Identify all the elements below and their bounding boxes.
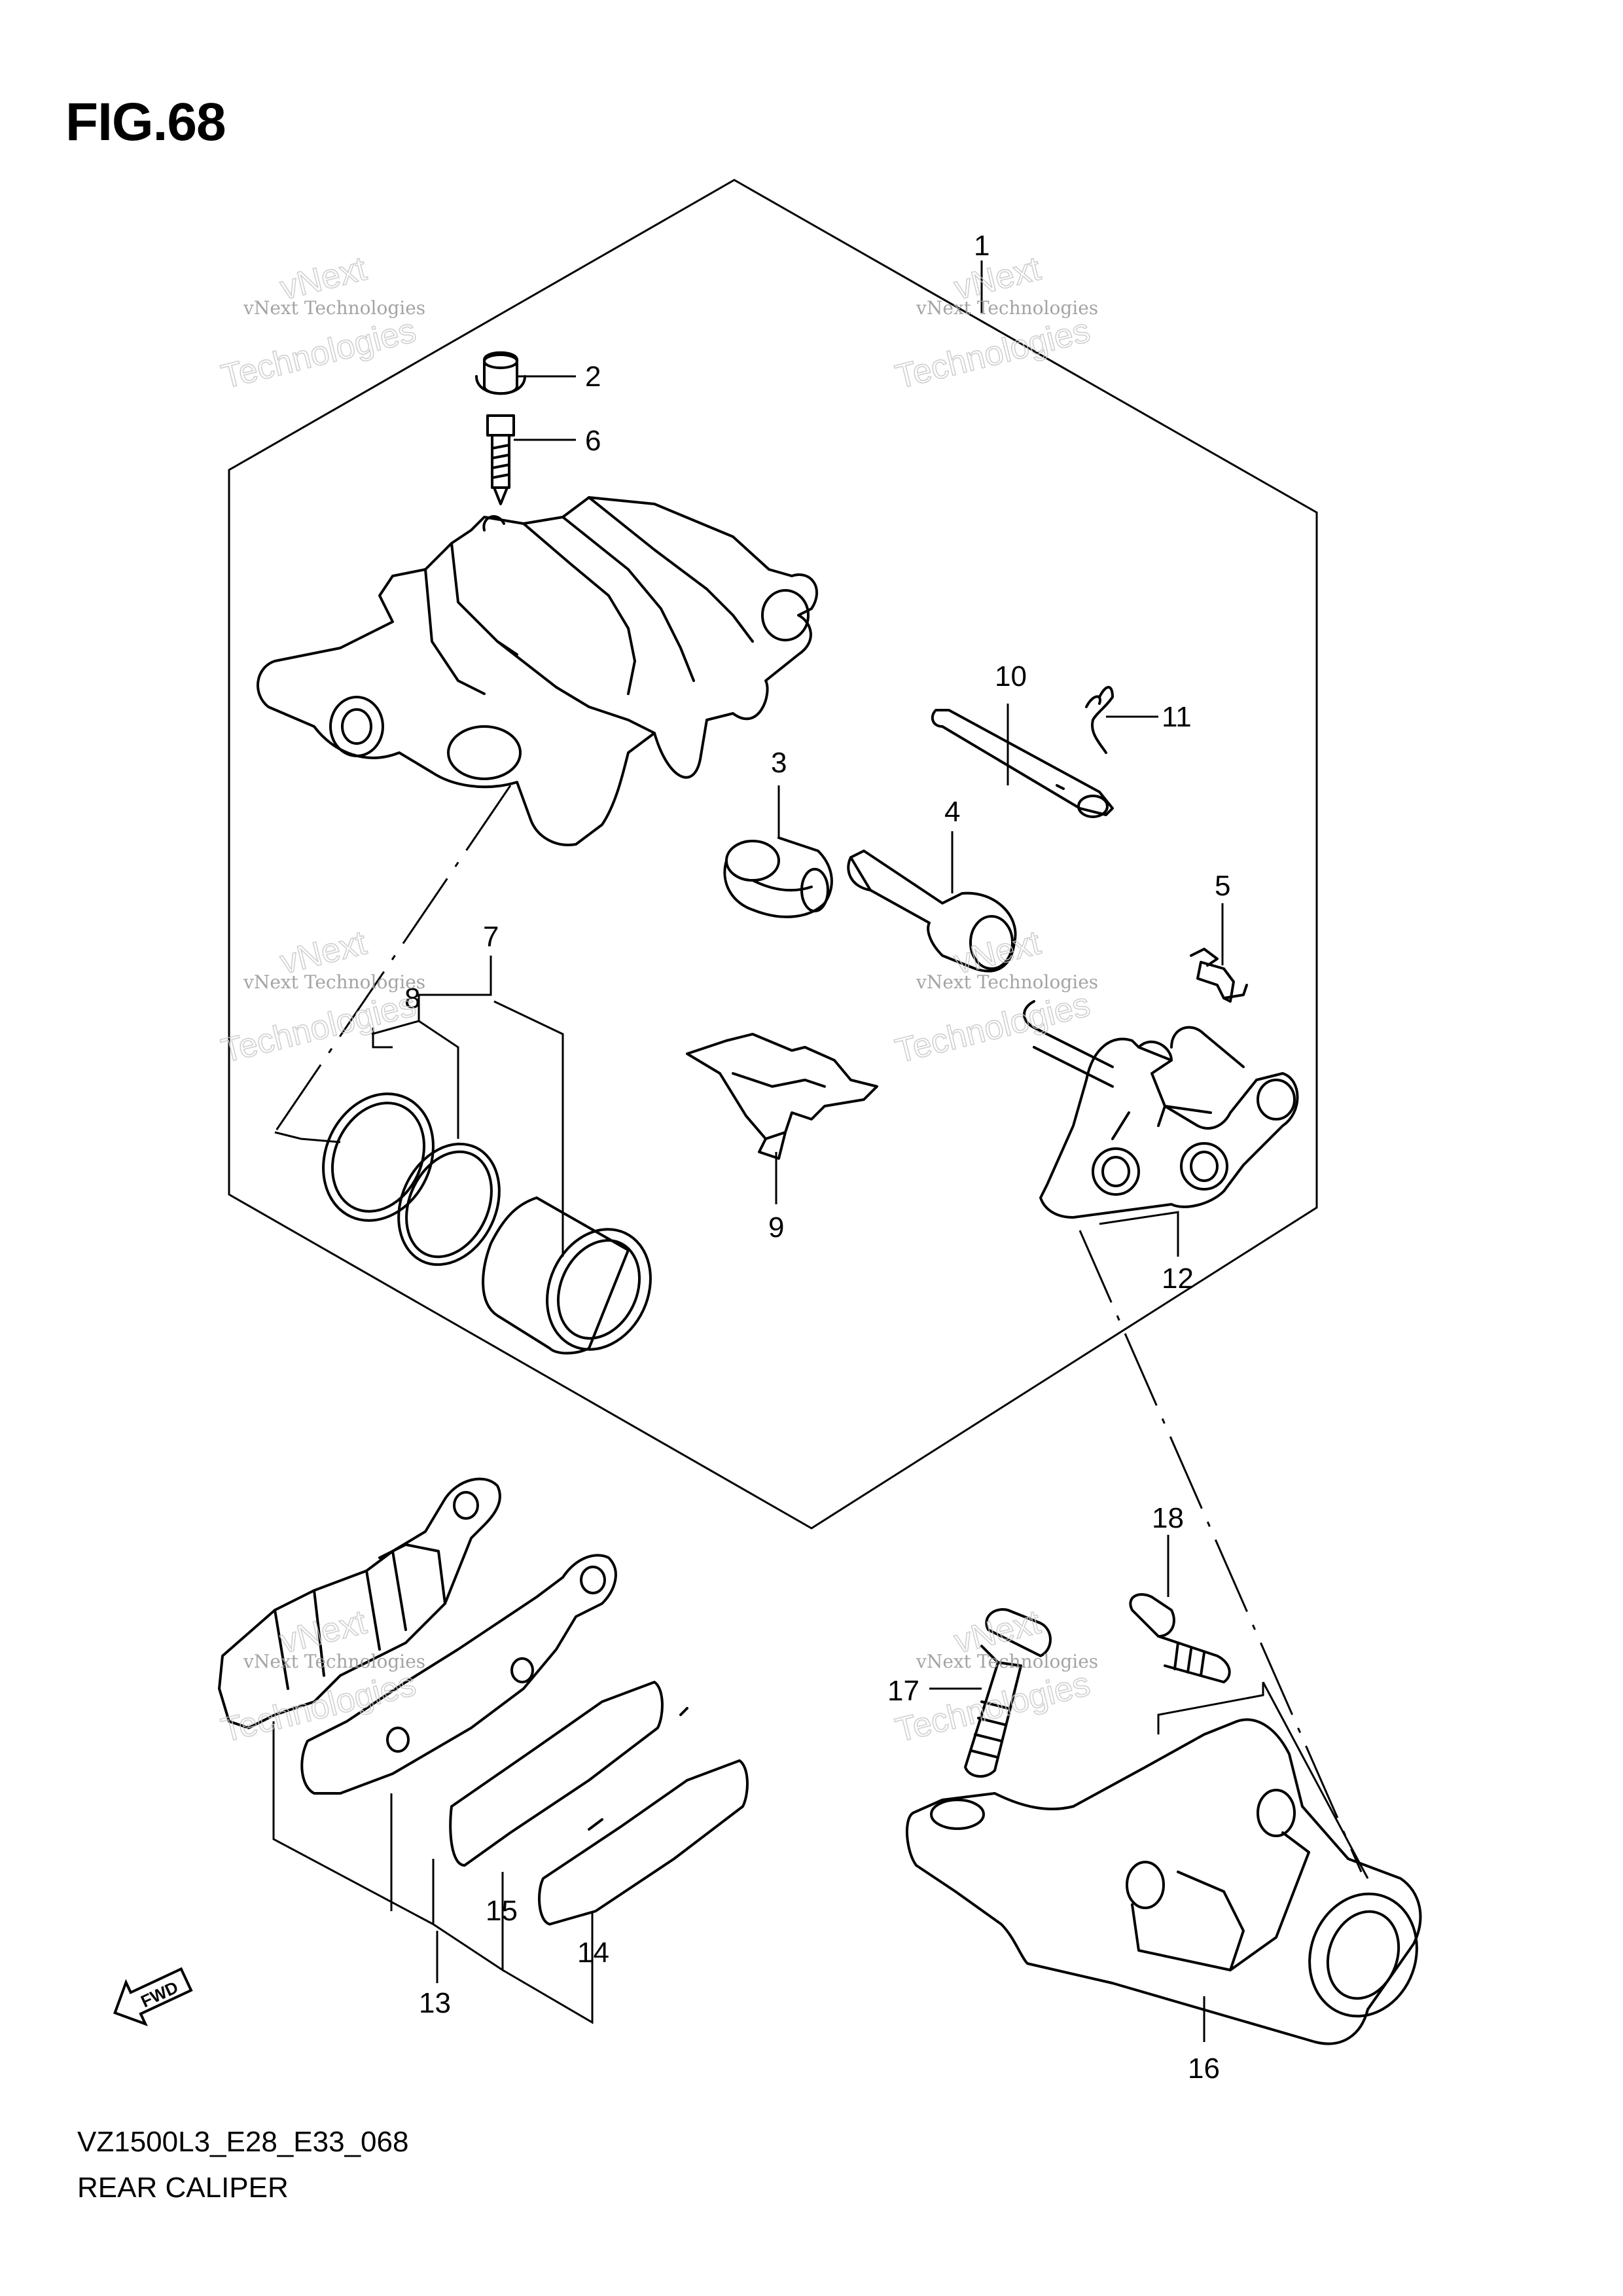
part-8-dust-seal xyxy=(397,1142,501,1266)
callout-11: 11 xyxy=(1162,701,1192,733)
fwd-arrow-icon: FWD xyxy=(113,1967,193,2026)
watermark-text: vNext Technologies xyxy=(916,971,1098,993)
part-15-shim xyxy=(449,1681,664,1867)
part-9-pad-spring xyxy=(686,1033,878,1160)
part-13-brake-pad-inner xyxy=(300,1554,617,1795)
part-8-piston-seal xyxy=(322,1092,435,1222)
part-6-bleeder-valve xyxy=(486,414,515,505)
watermark-group: vNext Technologies vNext Technologies vN… xyxy=(217,249,1098,1750)
caliper-body xyxy=(257,496,819,846)
callout-2: 2 xyxy=(585,361,601,393)
part-3-boot xyxy=(723,836,833,918)
part-2-bleeder-cap xyxy=(475,351,526,395)
watermark-text: vNext Technologies xyxy=(916,1651,1098,1672)
part-7-piston xyxy=(482,1196,652,1355)
part-13-brake-pad-outer xyxy=(218,1477,501,1729)
callout-18: 18 xyxy=(1152,1502,1184,1534)
part-12-bracket xyxy=(1023,1000,1299,1219)
part-17-bolt xyxy=(964,1608,1052,1778)
caliper-assembly-outline xyxy=(228,179,1318,1530)
callout-16: 16 xyxy=(1188,2053,1220,2085)
callout-14: 14 xyxy=(577,1937,609,1969)
figure-title: FIG.68 xyxy=(65,92,226,152)
part-10-pad-pin xyxy=(931,709,1114,818)
callout-5: 5 xyxy=(1215,870,1230,902)
callout-15: 15 xyxy=(486,1895,518,1927)
callout-6: 6 xyxy=(585,425,601,457)
leader-lines xyxy=(272,260,1369,2042)
part-18-bolt xyxy=(1129,1593,1231,1683)
watermark-text: vNext Technologies xyxy=(243,971,425,993)
watermark-text: Technologies xyxy=(892,312,1094,397)
callout-4: 4 xyxy=(944,796,960,828)
callout-8: 8 xyxy=(404,982,420,1014)
part-4-slide-pin xyxy=(847,850,1017,973)
watermark-text: Technologies xyxy=(892,986,1094,1071)
callout-7: 7 xyxy=(483,921,499,953)
callout-10: 10 xyxy=(995,660,1027,692)
part-5-spring xyxy=(1190,948,1248,1003)
watermark-text: vNext Technologies xyxy=(243,1651,425,1672)
watermark-text: vNext Technologies xyxy=(243,297,425,319)
callout-3: 3 xyxy=(771,747,787,779)
part-14-shim xyxy=(538,1707,749,1926)
watermark-text: vNext Technologies xyxy=(916,297,1098,319)
callout-12: 12 xyxy=(1162,1263,1194,1295)
callout-9: 9 xyxy=(768,1211,784,1244)
watermark-text: Technologies xyxy=(218,986,420,1071)
callout-1: 1 xyxy=(974,230,990,262)
callout-13: 13 xyxy=(419,1987,451,2019)
model-code: VZ1500L3_E28_E33_068 xyxy=(77,2126,409,2158)
part-16-caliper-holder xyxy=(905,1718,1422,2045)
figure-name: REAR CALIPER xyxy=(77,2172,289,2204)
watermark-text: Technologies xyxy=(218,312,420,397)
callout-numbers: 1 2 6 3 4 5 10 11 9 12 7 8 15 14 13 16 1… xyxy=(404,230,1230,2085)
watermark-text: Technologies xyxy=(218,1665,420,1750)
part-11-clip xyxy=(1085,686,1114,754)
callout-17: 17 xyxy=(887,1675,919,1707)
